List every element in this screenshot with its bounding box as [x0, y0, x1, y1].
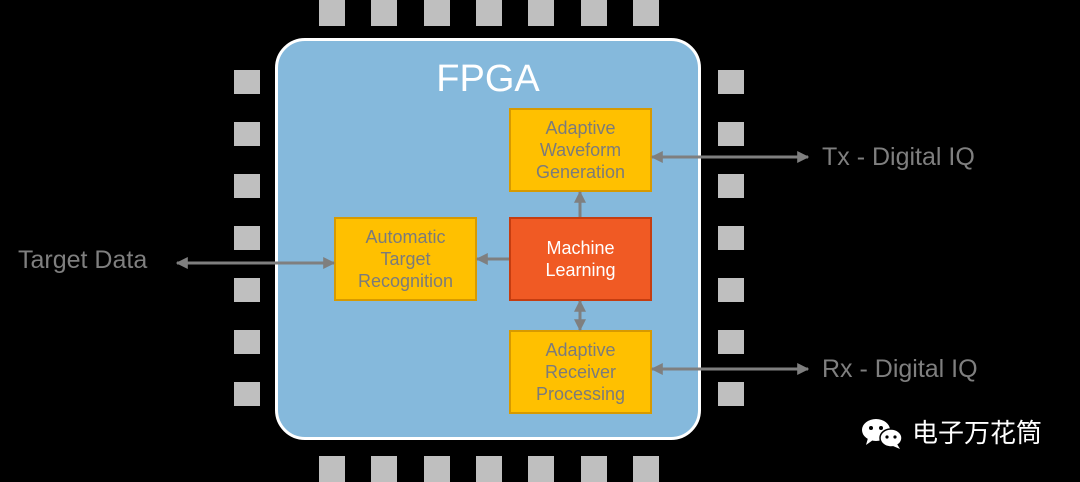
chip-pin-left	[234, 122, 260, 146]
chip-pin-top	[476, 0, 502, 26]
wechat-icon	[862, 419, 903, 449]
chip-pin-left	[234, 330, 260, 354]
chip-pin-left	[234, 226, 260, 250]
tx-digital-iq-label: Tx - Digital IQ	[822, 143, 975, 171]
chip-pin-bottom	[581, 456, 607, 482]
chip-pin-left	[234, 174, 260, 198]
chip-pin-left	[234, 70, 260, 94]
chip-pin-top	[371, 0, 397, 26]
adaptive-receiver-processing-block: Adaptive Receiver Processing	[509, 330, 652, 414]
chip-title: FPGA	[436, 58, 540, 100]
chip-pin-top	[581, 0, 607, 26]
chip-pin-right	[718, 174, 744, 198]
chip-pin-right	[718, 226, 744, 250]
target-data-label: Target Data	[18, 246, 148, 274]
chip-pin-bottom	[371, 456, 397, 482]
chip-pin-top	[528, 0, 554, 26]
chip-pin-bottom	[633, 456, 659, 482]
machine-learning-block: Machine Learning	[509, 217, 652, 301]
chip-pin-top	[424, 0, 450, 26]
chip-pin-right	[718, 382, 744, 406]
chip-pin-top	[319, 0, 345, 26]
chip-pin-bottom	[476, 456, 502, 482]
chip-pin-bottom	[528, 456, 554, 482]
rx-digital-iq-label: Rx - Digital IQ	[822, 355, 978, 383]
chip-pin-bottom	[319, 456, 345, 482]
adaptive-waveform-generation-block: Adaptive Waveform Generation	[509, 108, 652, 192]
chip-pin-right	[718, 70, 744, 94]
watermark: 电子万花筒	[860, 416, 1042, 450]
chip-pin-top	[633, 0, 659, 26]
chip-pin-bottom	[424, 456, 450, 482]
chip-pin-right	[718, 278, 744, 302]
watermark-text: 电子万花筒	[912, 418, 1043, 448]
automatic-target-recognition-block: Automatic Target Recognition	[334, 217, 477, 301]
chip-pin-right	[718, 330, 744, 354]
chip-pin-left	[234, 278, 260, 302]
chip-pin-left	[234, 382, 260, 406]
chip-pin-right	[718, 122, 744, 146]
